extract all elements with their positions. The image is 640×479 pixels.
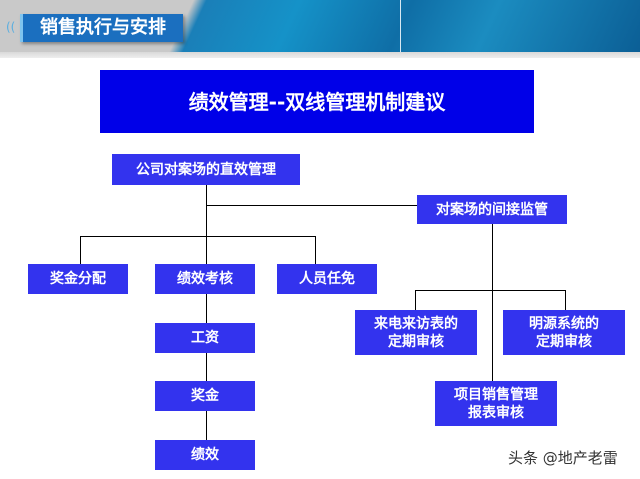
connector xyxy=(565,290,566,310)
node-direct-management: 公司对案场的直效管理 xyxy=(112,154,300,185)
node-indirect-supervision: 对案场的间接监管 xyxy=(417,195,567,224)
watermark: 头条 @地产老雷 xyxy=(508,449,618,467)
connector xyxy=(415,290,416,310)
node-text: 定期审核 xyxy=(388,333,444,350)
node-performance-review: 绩效考核 xyxy=(155,264,255,294)
connector xyxy=(415,290,566,291)
connector xyxy=(206,185,207,236)
node-bonus-allocation: 奖金分配 xyxy=(28,264,128,294)
node-text: 报表审核 xyxy=(468,404,524,421)
node-sales-report-review: 项目销售管理报表审核 xyxy=(435,381,557,426)
node-bonus: 奖金 xyxy=(155,381,255,411)
connector xyxy=(206,205,417,206)
node-text: 来电来访表的 xyxy=(374,315,458,332)
connector xyxy=(315,236,316,264)
connector xyxy=(80,236,316,237)
node-salary: 工资 xyxy=(155,323,255,353)
node-call-visit-review: 来电来访表的定期审核 xyxy=(355,310,477,355)
node-text: 项目销售管理 xyxy=(454,386,538,403)
section-label: 销售执行与安排 xyxy=(20,14,183,42)
node-performance: 绩效 xyxy=(155,440,255,470)
signal-icon: (( xyxy=(6,20,16,34)
connector xyxy=(80,236,81,264)
node-text: 定期审核 xyxy=(536,333,592,350)
node-mingyuan-review: 明源系统的定期审核 xyxy=(503,310,625,355)
node-text: 明源系统的 xyxy=(529,315,599,332)
slide-title: 绩效管理--双线管理机制建议 xyxy=(100,70,534,133)
connector xyxy=(492,224,493,381)
connector xyxy=(206,294,207,440)
node-staffing: 人员任免 xyxy=(277,264,377,294)
connector xyxy=(206,236,207,264)
